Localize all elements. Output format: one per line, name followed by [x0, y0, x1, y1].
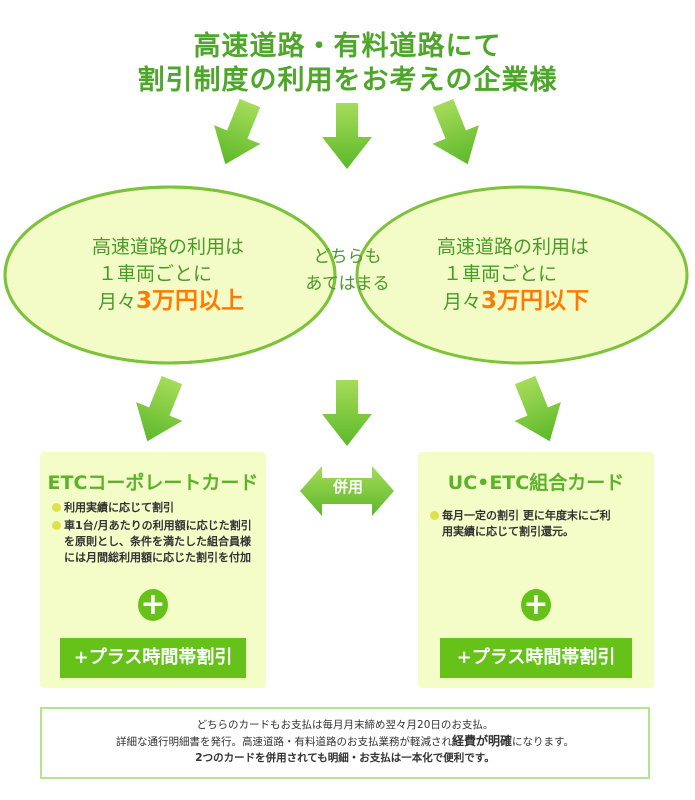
arrow-down-icon — [322, 380, 372, 446]
combo-label: 併用 — [332, 478, 363, 496]
double-arrow-icon — [300, 466, 394, 516]
arrow-down-icon — [322, 103, 372, 169]
card-etc-corporate: ETCコーポレートカード 利用実績に応じて割引車1台/月あたりの利用額に応じた割… — [40, 452, 266, 688]
footer-note: どちらのカードもお支払は毎月月末締め翌々月20日のお支払。 詳細な通行明細書を発… — [40, 707, 650, 779]
venn-right-ellipse — [355, 185, 689, 365]
arrow-down-right-icon — [419, 93, 491, 174]
arrow-down-left-icon — [202, 93, 274, 174]
card-title: UC•ETC組合カード — [447, 472, 625, 494]
card-uc-etc: UC•ETC組合カード 毎月一定の割引 更に年度末にご利用実績に応じて割引還元。… — [418, 452, 654, 688]
plus-icon: + — [138, 589, 168, 621]
card-bullet: 毎月一定の割引 更に年度末にご利用実績に応じて割引還元。 — [430, 508, 614, 540]
venn-middle-text: どちらもあてはまる — [305, 247, 390, 294]
arrow-down-right-icon — [501, 370, 573, 451]
card-bullet: 利用実績に応じて割引 — [52, 500, 260, 516]
arrows-middle — [124, 370, 573, 451]
headline-line1: 高速道路・有料道路にて — [193, 31, 502, 62]
time-discount-button[interactable]: +プラス時間帯割引 — [60, 638, 246, 678]
card-title: ETCコーポレートカード — [47, 472, 259, 494]
card-bullet: 車1台/月あたりの利用額に応じた割引を原則とし、条件を満たした組合員様には月間総… — [52, 518, 260, 566]
headline-line2: 割引制度の利用をお考えの企業様 — [137, 65, 558, 96]
time-discount-button[interactable]: +プラス時間帯割引 — [440, 638, 632, 678]
arrows-top — [202, 93, 491, 174]
arrow-down-left-icon — [124, 370, 196, 451]
plus-icon: + — [521, 589, 551, 621]
